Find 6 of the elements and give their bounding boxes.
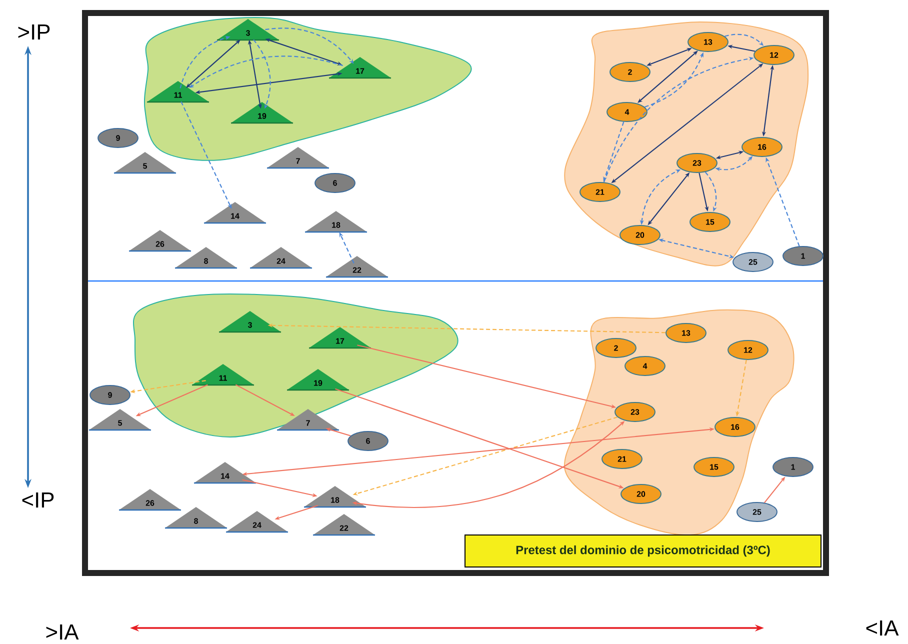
caption-box: Pretest del dominio de psicomotricidad (3ºC) — [464, 534, 822, 568]
axis-label: >IA — [46, 624, 79, 640]
axis-label: <IP — [22, 492, 54, 508]
axis-label: >IP — [18, 24, 50, 40]
axis-label: <IA — [866, 620, 899, 636]
group-area — [132, 294, 458, 438]
